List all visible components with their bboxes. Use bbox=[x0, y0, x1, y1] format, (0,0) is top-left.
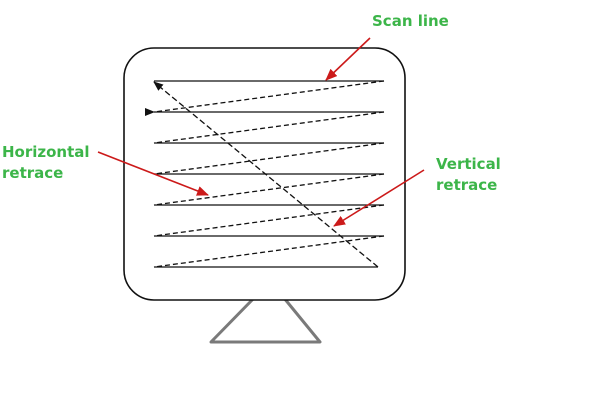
horizontal-retrace-label-line2: retrace bbox=[2, 164, 64, 182]
scan-line-label: Scan line bbox=[372, 12, 449, 30]
monitor-stand bbox=[209, 296, 322, 344]
scan-pattern bbox=[145, 80, 385, 268]
horizontal-retrace-label-line1: Horizontal bbox=[2, 143, 90, 161]
vertical-retrace-label: Vertical retrace bbox=[436, 154, 501, 196]
horizontal-retrace-line bbox=[153, 204, 385, 237]
horizontal-retrace-line bbox=[153, 235, 385, 268]
vertical-retrace-pointer-arrow bbox=[333, 169, 425, 227]
horizontal-retrace-label: Horizontal retrace bbox=[2, 142, 90, 184]
scan-line-pointer-arrow bbox=[325, 37, 371, 81]
vertical-retrace-label-line2: retrace bbox=[436, 176, 498, 194]
horizontal-retrace-line bbox=[153, 80, 385, 113]
horizontal-retrace-line bbox=[153, 111, 385, 144]
horizontal-retrace-line bbox=[153, 173, 385, 206]
horizontal-retrace-pointer-arrow bbox=[97, 151, 209, 196]
vertical-retrace-line bbox=[153, 81, 379, 268]
horizontal-retrace-line bbox=[153, 142, 385, 175]
vertical-retrace-label-line1: Vertical bbox=[436, 155, 501, 173]
